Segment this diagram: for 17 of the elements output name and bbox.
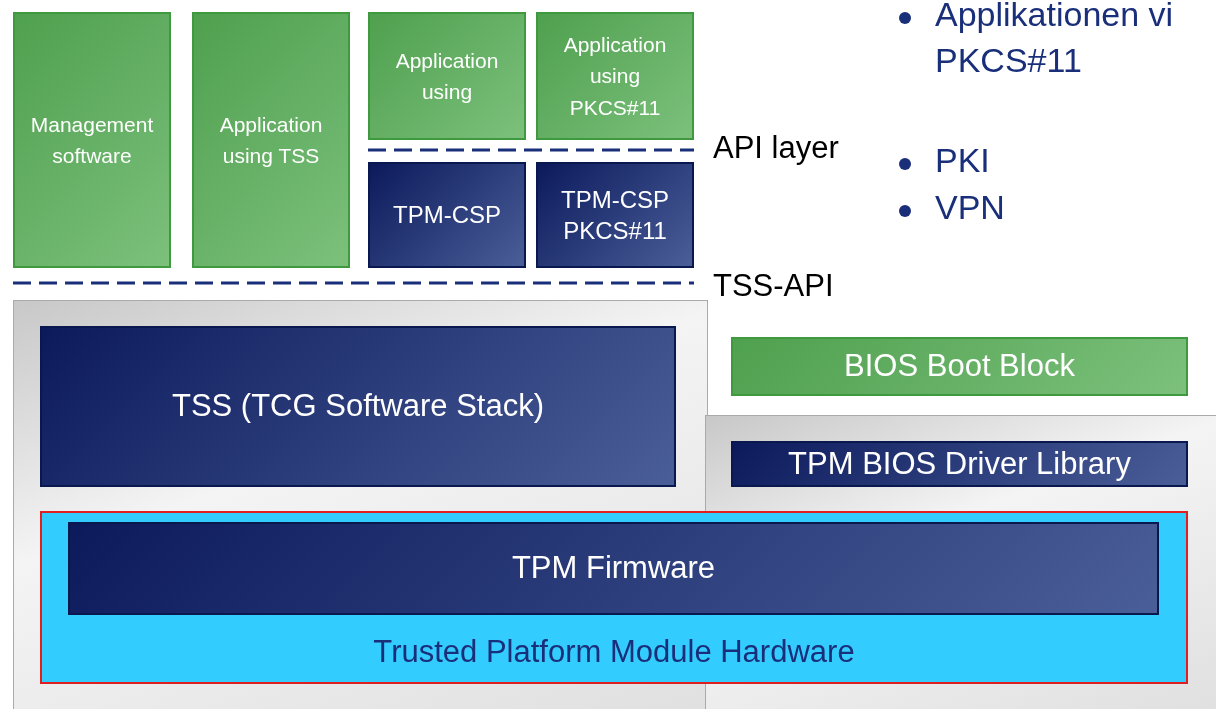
bullet-text: VPN (935, 187, 1005, 228)
hardware-box (40, 511, 1188, 684)
layer-box: BIOS Boot Block (731, 337, 1188, 396)
layer-box: Application using PKCS#11 (536, 12, 694, 140)
layer-label: API layer (713, 130, 839, 166)
layer-box: TSS (TCG Software Stack) (40, 326, 676, 487)
layer-box: Application using (368, 12, 526, 140)
layer-box: Management software (13, 12, 171, 268)
bullet-text: Applikationen vi PKCS#11 (935, 0, 1175, 81)
bullet-text: PKI (935, 140, 990, 181)
layer-box: TPM Firmware (68, 522, 1159, 615)
layer-label: Trusted Platform Module Hardware (373, 634, 855, 670)
layer-box: Application using TSS (192, 12, 350, 268)
layer-box: TPM-CSP (368, 162, 526, 268)
layer-box: TPM-CSP PKCS#11 (536, 162, 694, 268)
layer-label: TSS-API (713, 268, 834, 304)
layer-box: TPM BIOS Driver Library (731, 441, 1188, 487)
